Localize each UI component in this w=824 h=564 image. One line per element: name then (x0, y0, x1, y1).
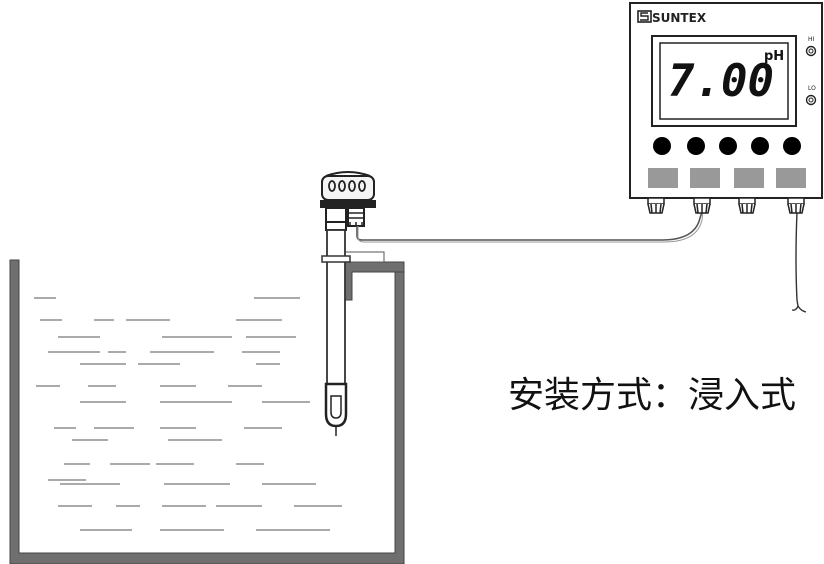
brand-logo-icon (637, 10, 652, 23)
power-cable (791, 211, 807, 313)
ph-sensor (320, 171, 376, 436)
gland-1 (647, 197, 665, 214)
terminal-cover-1 (648, 168, 678, 188)
liquid-lines (34, 297, 342, 531)
alarm-hi-label: HI (808, 36, 815, 43)
alarm-hi-led-icon (805, 45, 817, 57)
terminal-covers (648, 168, 806, 188)
gland-2 (693, 197, 711, 214)
key-4-button[interactable] (751, 137, 769, 155)
sensor-cable (356, 211, 704, 243)
gland-3 (738, 197, 756, 214)
key-1-button[interactable] (653, 137, 671, 155)
alarm-lo-label: LO (808, 85, 816, 92)
keypad (653, 137, 801, 155)
lcd-reading: 7.00 (668, 56, 774, 107)
ph-controller: SUNTEX 7.00 pH HI LO (629, 2, 823, 214)
installation-caption: 安装方式：浸入式 (508, 375, 797, 416)
sensor-collar (320, 200, 376, 208)
key-2-button[interactable] (687, 137, 705, 155)
alarm-lo-led-icon (805, 94, 817, 106)
gland-4 (787, 197, 805, 214)
sensor-stem (325, 221, 347, 231)
cable-glands (647, 197, 805, 214)
lcd-screen (659, 42, 789, 120)
key-5-button[interactable] (783, 137, 801, 155)
key-3-button[interactable] (719, 137, 737, 155)
lcd-unit: pH (764, 49, 784, 64)
brand-text: SUNTEX (652, 11, 707, 25)
terminal-cover-4 (776, 168, 806, 188)
terminal-cover-3 (734, 168, 764, 188)
terminal-cover-2 (690, 168, 720, 188)
